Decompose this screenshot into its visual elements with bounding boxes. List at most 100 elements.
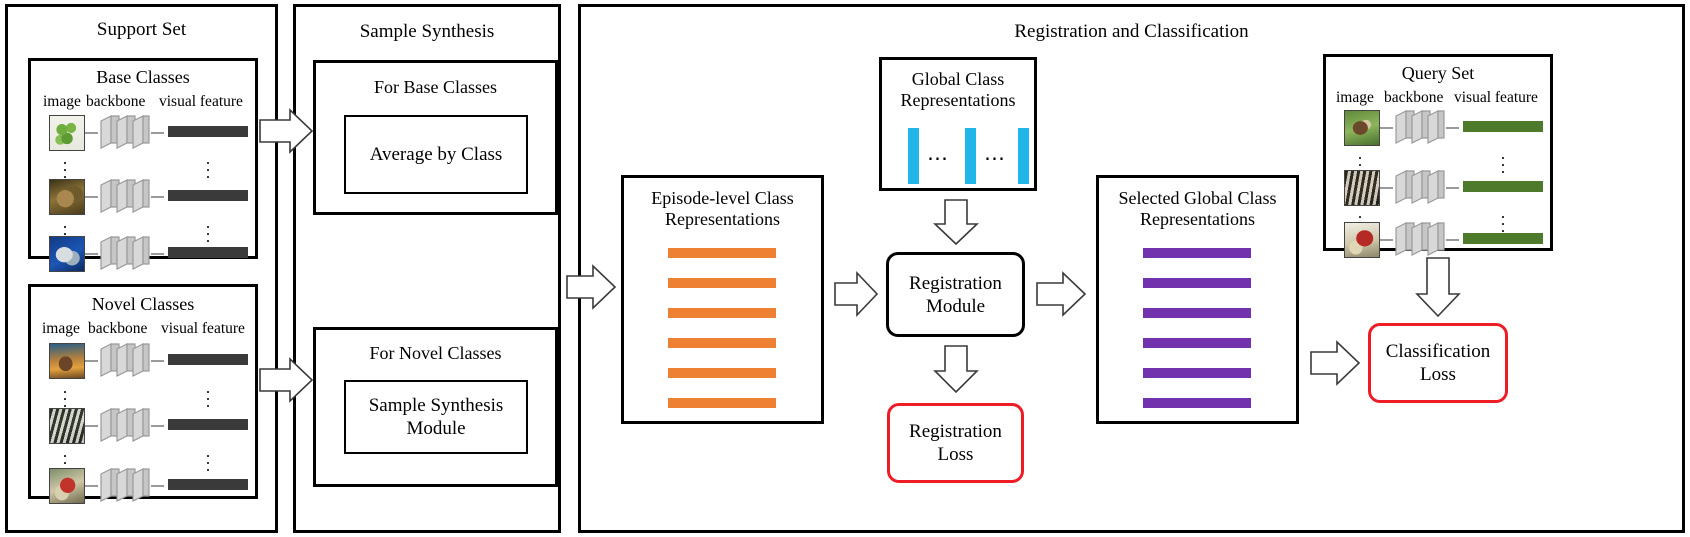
arrow-query-to-classification-loss	[1415, 256, 1461, 318]
connector-dash	[85, 132, 98, 134]
panel-support-set: Support Set Base Classes image backbone …	[5, 4, 278, 533]
for-novel-classes-title: For Novel Classes	[369, 343, 502, 363]
connector-dash	[85, 196, 98, 198]
novel-class-feature-bar-1	[168, 354, 248, 365]
base-classes-title: Base Classes	[96, 67, 190, 87]
novel-classes-col-backbone: backbone	[88, 320, 148, 337]
episode-bar-5	[668, 368, 776, 378]
episode-level-class-representations-box: Episode-level Class Representations	[621, 175, 824, 424]
global-class-title-text: Global Class Representations	[900, 69, 1016, 110]
novel-classes-col-feature: visual feature	[161, 320, 245, 337]
cnn-backbone-icon	[1392, 219, 1448, 259]
selected-bar-3	[1143, 308, 1251, 318]
cnn-backbone-icon	[97, 176, 153, 216]
classification-loss-label: Classification Loss	[1385, 341, 1491, 385]
panel-sample-synthesis: Sample Synthesis For Base Classes Averag…	[293, 4, 561, 533]
query-image-2	[1344, 170, 1380, 206]
connector-dash	[1380, 239, 1393, 241]
arrow-registration-to-selected	[1035, 271, 1087, 317]
novel-classes-image-ellipsis: ...	[62, 378, 68, 411]
cnn-backbone-icon	[97, 112, 153, 152]
connector-dash	[151, 360, 164, 362]
query-image-1	[1344, 110, 1380, 146]
novel-classes-title: Novel Classes	[91, 294, 195, 314]
cnn-backbone-icon	[97, 405, 153, 445]
arrow-registration-to-registration-loss	[933, 344, 979, 394]
connector-dash	[1446, 187, 1459, 189]
cnn-backbone-icon	[1392, 107, 1448, 147]
connector-dash	[1446, 127, 1459, 129]
arrow-global-to-registration	[933, 198, 979, 246]
episode-bar-3	[668, 308, 776, 318]
registration-loss-label: Registration Loss	[909, 421, 1002, 465]
novel-class-image-3	[49, 468, 85, 504]
novel-classes-col-image: image	[42, 320, 80, 337]
for-base-classes-box: For Base Classes Average by Class	[313, 60, 558, 215]
query-set-col-feature: visual feature	[1454, 89, 1538, 106]
episode-bar-4	[668, 338, 776, 348]
selected-global-title: Selected Global Class Representations	[1099, 188, 1296, 230]
base-classes-col-backbone: backbone	[86, 93, 146, 110]
connector-dash	[151, 196, 164, 198]
query-feature-bar-2	[1463, 181, 1543, 192]
base-classes-image-ellipsis: ...	[62, 149, 68, 182]
arrow-support-novel-to-synthesis	[258, 357, 314, 403]
selected-global-class-representations-box: Selected Global Class Representations	[1096, 175, 1299, 424]
classification-loss-box: Classification Loss	[1368, 323, 1508, 403]
base-classes-feature-ellipsis: ...	[205, 213, 211, 246]
global-bar-1	[908, 128, 919, 184]
novel-classes-image-ellipsis: ...	[62, 442, 68, 475]
global-bar-3	[1018, 128, 1029, 184]
selected-bar-5	[1143, 368, 1251, 378]
selected-bar-6	[1143, 398, 1251, 408]
query-feature-ellipsis: ...	[1500, 144, 1506, 177]
average-by-class-module: Average by Class	[344, 115, 528, 194]
novel-class-feature-bar-3	[168, 479, 248, 490]
novel-class-image-1	[49, 343, 85, 379]
query-set-box: Query Set image backbone visual feature	[1323, 54, 1553, 258]
query-set-col-image: image	[1336, 89, 1374, 106]
novel-classes-box: Novel Classes image backbone visual feat…	[28, 284, 258, 504]
arrow-episode-to-registration	[833, 271, 879, 317]
connector-dash	[85, 360, 98, 362]
registration-loss-box: Registration Loss	[887, 403, 1024, 483]
arrow-selected-to-classification-loss	[1309, 340, 1361, 386]
base-class-feature-bar-2	[168, 190, 248, 201]
base-class-feature-bar-1	[168, 126, 248, 137]
episode-bar-2	[668, 278, 776, 288]
registration-module-label: Registration Module	[909, 272, 1002, 317]
sample-synthesis-title: Sample Synthesis	[359, 21, 495, 42]
registration-module-box: Registration Module	[886, 252, 1025, 337]
base-class-image-3	[49, 236, 85, 272]
sample-synthesis-module: Sample Synthesis Module	[344, 380, 528, 454]
base-class-image-1	[49, 115, 85, 151]
episode-bar-1	[668, 248, 776, 258]
connector-dash	[151, 253, 164, 255]
query-feature-bar-1	[1463, 121, 1543, 132]
connector-dash	[1446, 239, 1459, 241]
novel-classes-feature-ellipsis: ...	[205, 442, 211, 475]
base-class-image-2	[49, 179, 85, 215]
global-ellipsis-1: ⋯	[927, 146, 948, 170]
base-classes-box: Base Classes image backbone visual featu…	[28, 58, 258, 272]
for-base-classes-title: For Base Classes	[374, 77, 497, 97]
query-set-col-backbone: backbone	[1384, 89, 1444, 106]
support-set-title: Support Set	[96, 19, 187, 40]
connector-dash	[1380, 127, 1393, 129]
base-classes-feature-ellipsis: ...	[205, 149, 211, 182]
base-class-feature-bar-3	[168, 247, 248, 258]
arrow-support-base-to-synthesis	[258, 108, 314, 154]
episode-bar-6	[668, 398, 776, 408]
query-image-3	[1344, 222, 1380, 258]
selected-bar-2	[1143, 278, 1251, 288]
global-ellipsis-2: ⋯	[984, 146, 1005, 170]
query-image-ellipsis: ...	[1357, 144, 1363, 177]
cnn-backbone-icon	[97, 233, 153, 273]
connector-dash	[85, 485, 98, 487]
cnn-backbone-icon	[97, 465, 153, 505]
selected-bar-4	[1143, 338, 1251, 348]
selected-global-title-text: Selected Global Class Representations	[1118, 188, 1277, 229]
selected-bar-1	[1143, 248, 1251, 258]
query-feature-bar-3	[1463, 233, 1543, 244]
